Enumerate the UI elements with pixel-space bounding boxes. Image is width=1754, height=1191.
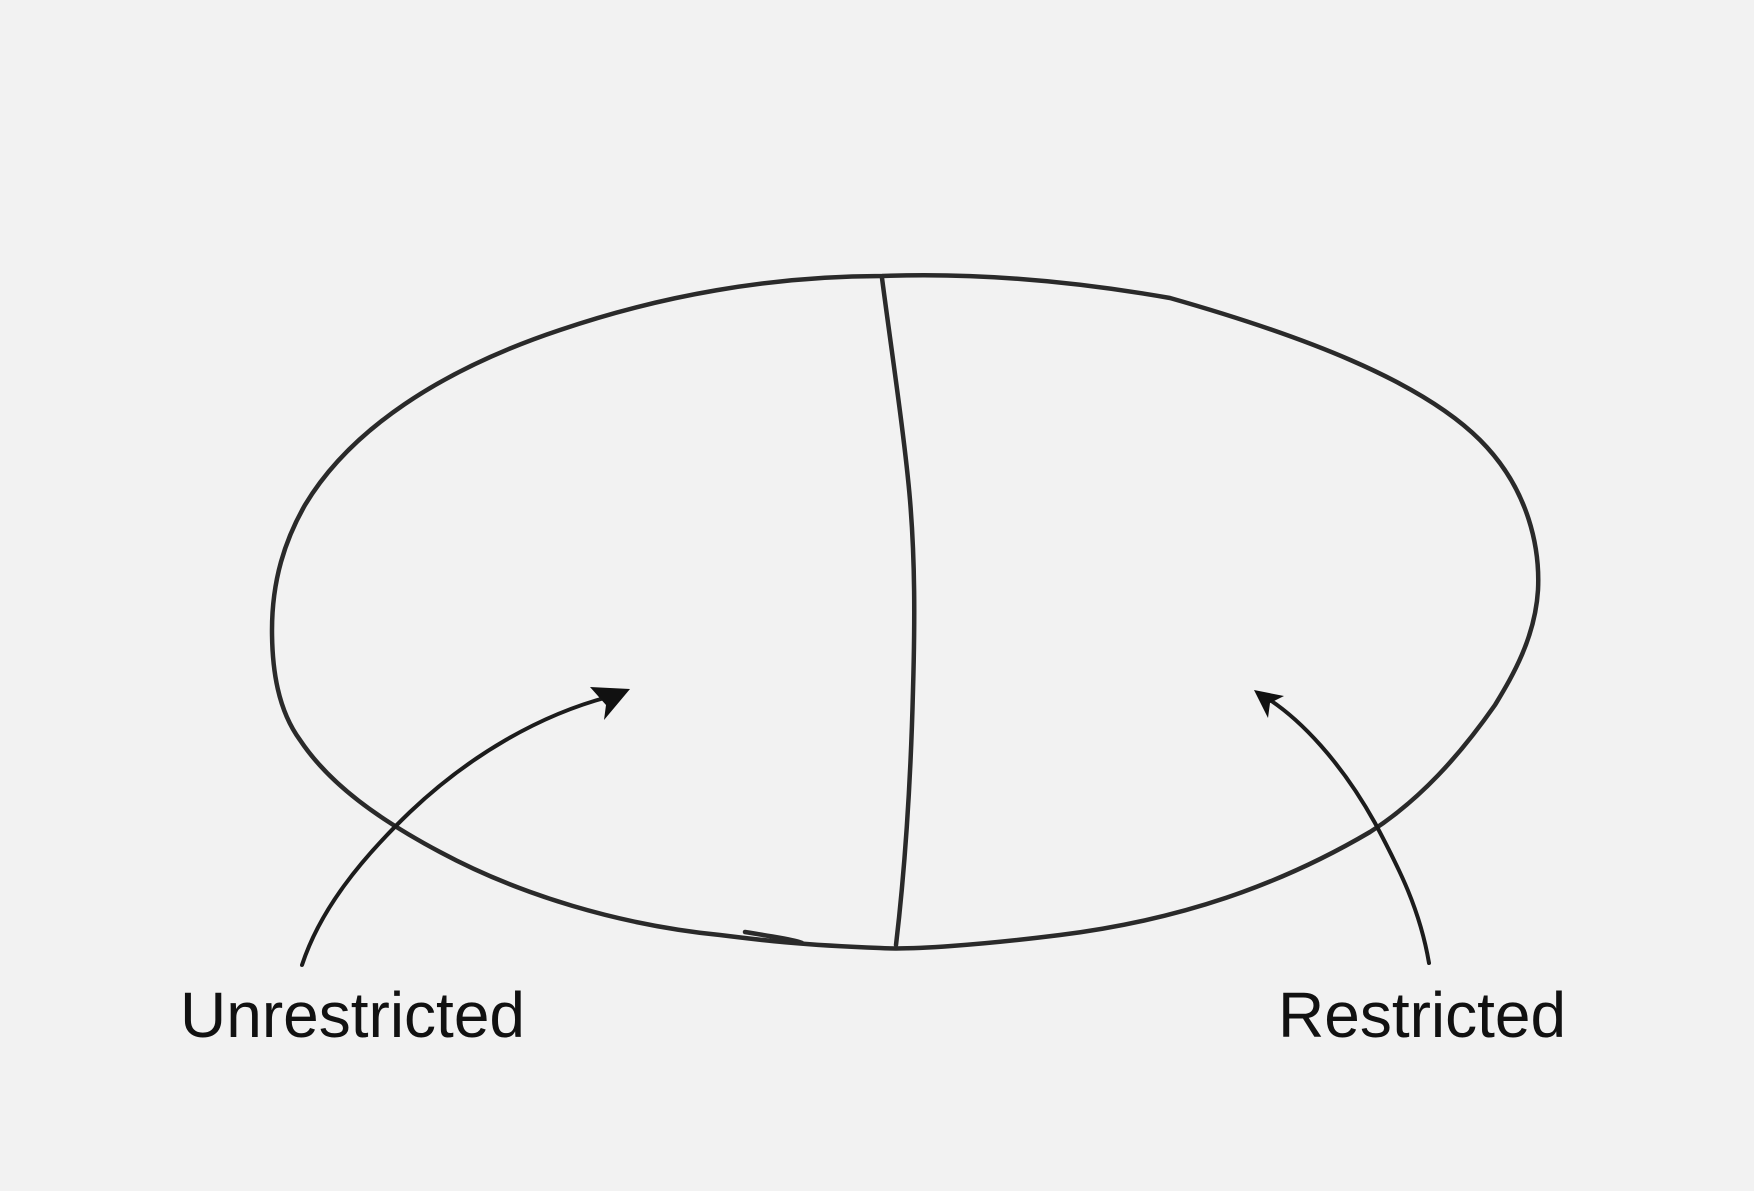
unrestricted-arrow-shaft — [300, 695, 610, 967]
unrestricted-label: Unrestricted — [180, 979, 525, 1051]
outer-ellipse — [269, 272, 1541, 951]
restricted-label: Restricted — [1278, 979, 1566, 1051]
unrestricted-arrow-head — [590, 687, 630, 720]
bottom-overlap-mark — [742, 929, 805, 946]
restricted-arrow-head — [1254, 690, 1284, 718]
divider-line — [879, 275, 917, 948]
restricted-arrow-shaft — [1268, 698, 1431, 965]
